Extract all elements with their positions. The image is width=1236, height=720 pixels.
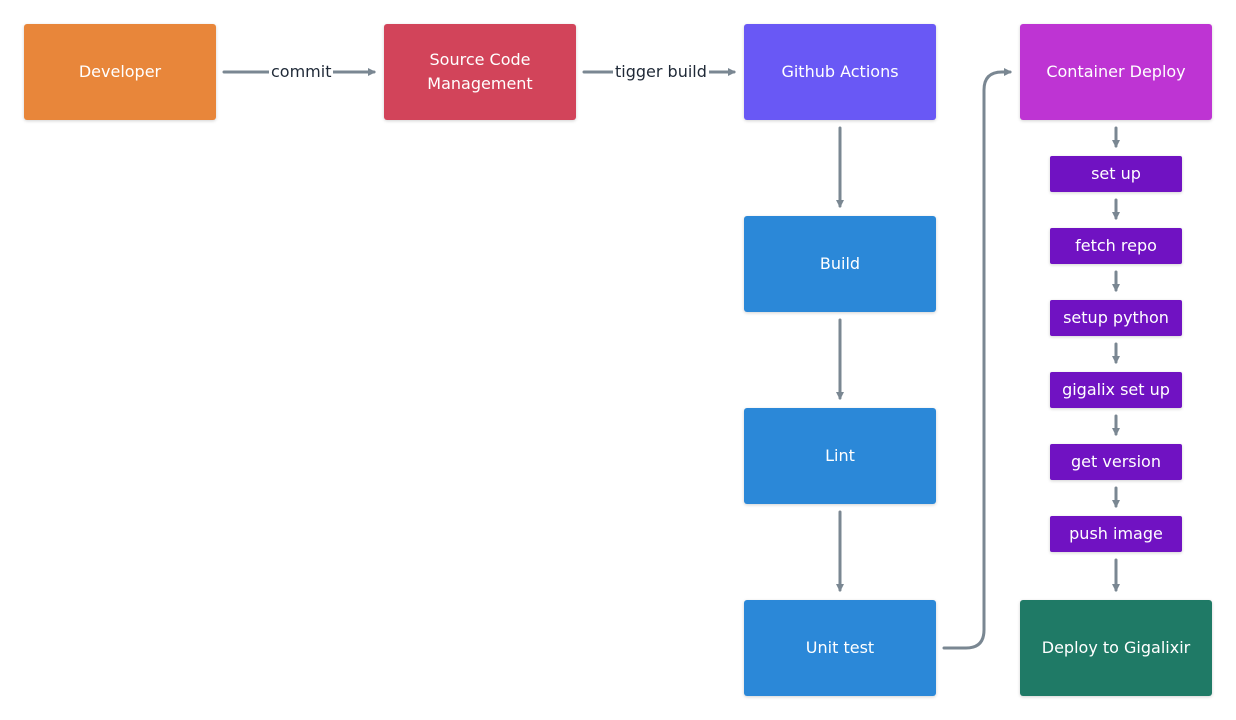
node-developer[interactable]: Developer: [24, 24, 216, 120]
node-build[interactable]: Build: [744, 216, 936, 312]
node-get-version[interactable]: get version: [1050, 444, 1182, 480]
node-source-code-management[interactable]: Source Code Management: [384, 24, 576, 120]
node-setup-python[interactable]: setup python: [1050, 300, 1182, 336]
node-container-deploy[interactable]: Container Deploy: [1020, 24, 1212, 120]
edge-unit-test-to-container-deploy: [942, 68, 1012, 650]
edge-label-trigger-build: tigger build: [613, 62, 709, 82]
node-gigalix-set-up[interactable]: gigalix set up: [1050, 372, 1182, 408]
node-push-image[interactable]: push image: [1050, 516, 1182, 552]
node-github-actions[interactable]: Github Actions: [744, 24, 936, 120]
node-deploy-to-gigalixir[interactable]: Deploy to Gigalixir: [1020, 600, 1212, 696]
node-fetch-repo[interactable]: fetch repo: [1050, 228, 1182, 264]
node-lint[interactable]: Lint: [744, 408, 936, 504]
edge-label-commit: commit: [269, 62, 334, 82]
node-unit-test[interactable]: Unit test: [744, 600, 936, 696]
node-set-up[interactable]: set up: [1050, 156, 1182, 192]
